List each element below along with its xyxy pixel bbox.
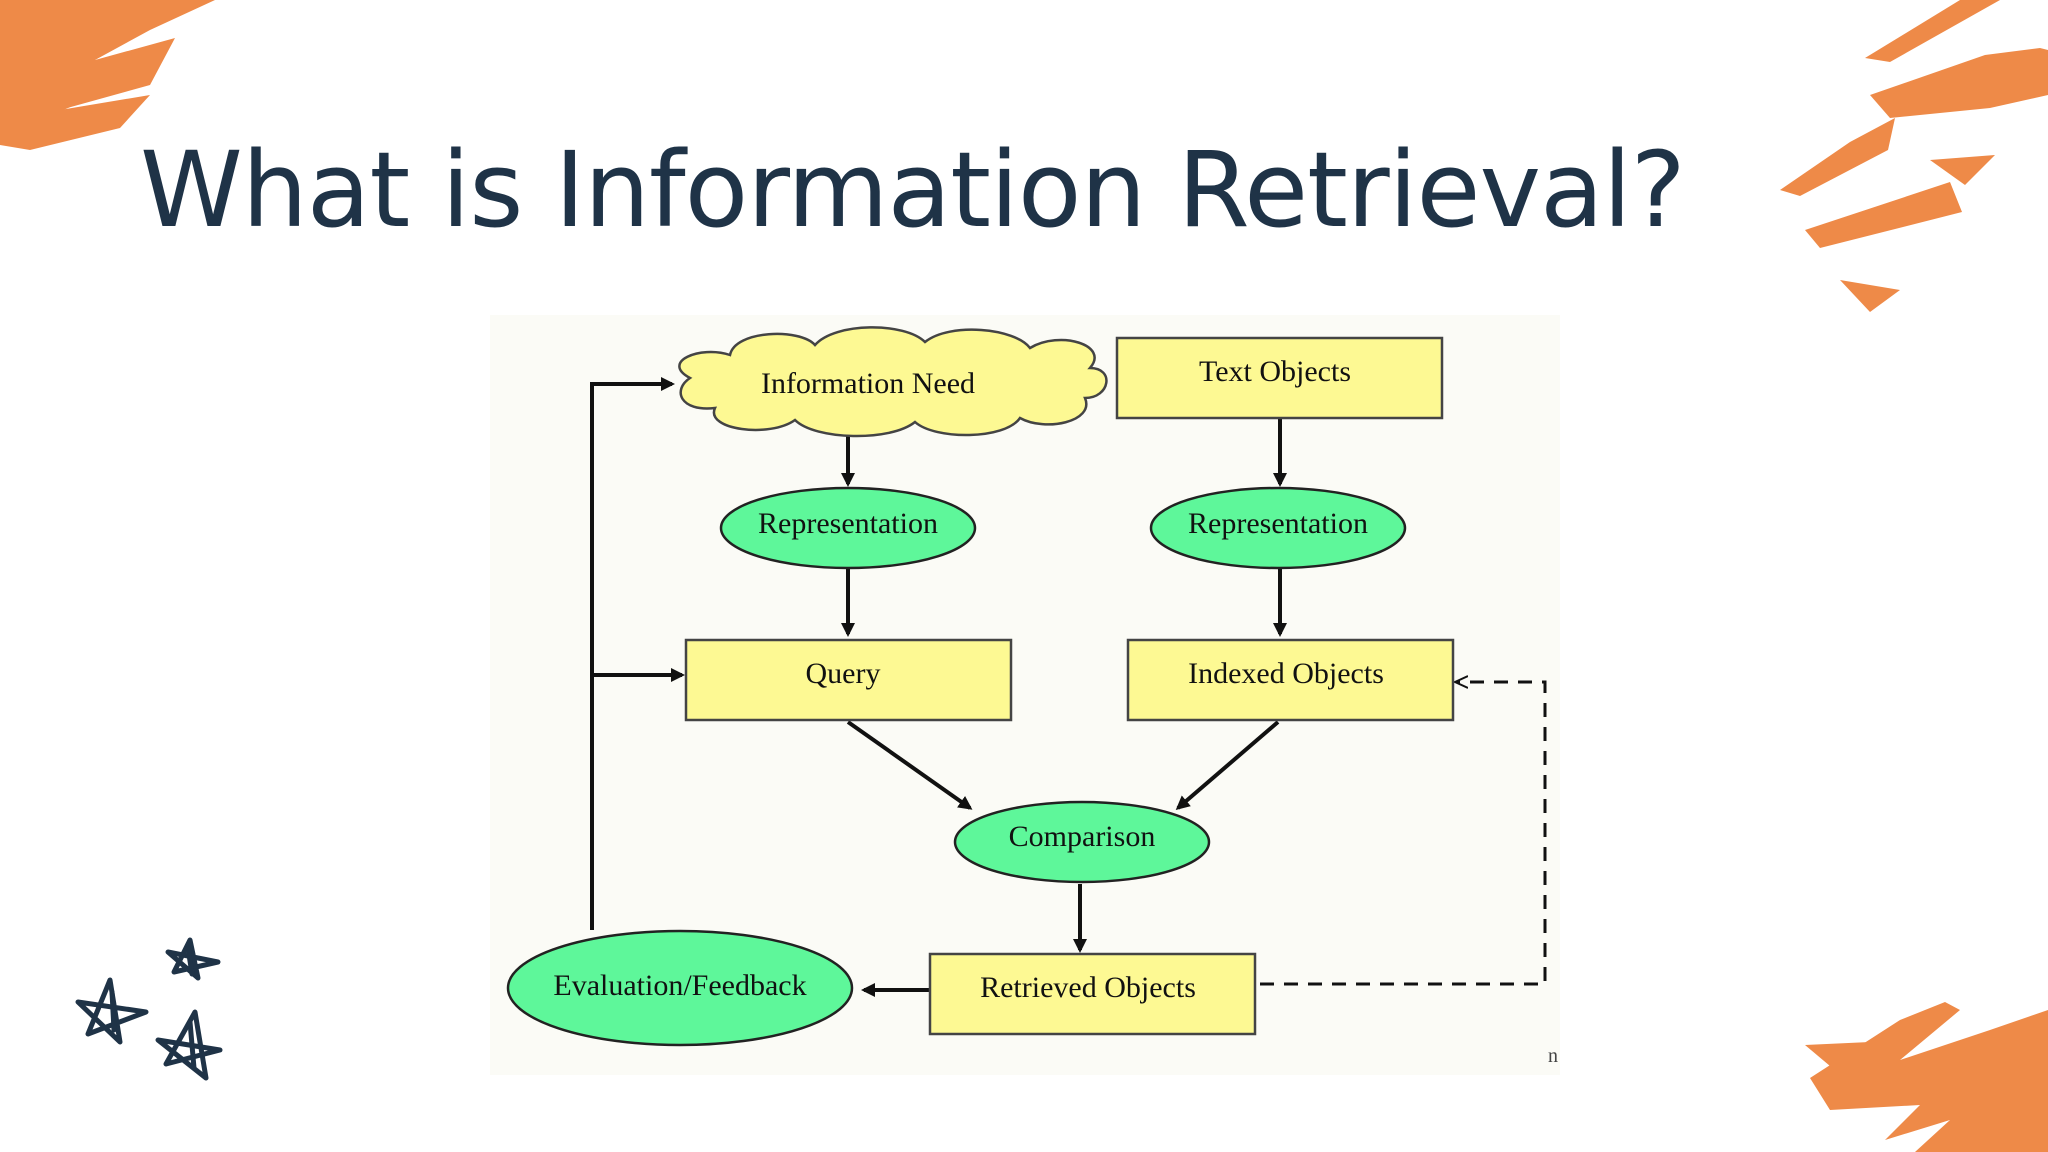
edge-evaluation-to-need <box>590 377 675 930</box>
node-representation-left: Representation <box>719 486 977 570</box>
node-evaluation-feedback: Evaluation/Feedback <box>506 929 854 1047</box>
slide-title: What is Information Retrieval? <box>140 129 1686 251</box>
node-information-need-label: Information Need <box>761 367 975 400</box>
node-indexed-objects-label: Indexed Objects <box>1188 657 1384 690</box>
node-query: Query <box>684 638 1013 722</box>
node-indexed-objects: Indexed Objects <box>1126 638 1455 722</box>
brush-strokes-top-left-icon <box>0 0 215 150</box>
node-representation-right: Representation <box>1149 486 1407 570</box>
brush-strokes-top-right-icon <box>1780 0 2048 312</box>
node-text-objects: Text Objects <box>1115 336 1444 420</box>
node-text-objects-label: Text Objects <box>1199 355 1351 388</box>
node-information-need: Information Need <box>678 326 1108 438</box>
edge-indexed-to-comparison <box>1175 720 1280 810</box>
node-retrieved-objects: Retrieved Objects <box>928 952 1257 1036</box>
node-comparison: Comparison <box>953 800 1211 884</box>
stars-doodle-icon <box>75 937 223 1081</box>
node-comparison-label: Comparison <box>1009 820 1156 853</box>
diagram-corner-mark: n <box>1548 1045 1558 1067</box>
node-representation-right-label: Representation <box>1188 507 1368 540</box>
node-representation-left-label: Representation <box>758 507 938 540</box>
node-query-label: Query <box>806 657 881 690</box>
edge-query-to-comparison <box>846 720 973 810</box>
edge-retrieved-to-indexed-dashed <box>1260 682 1547 986</box>
node-retrieved-objects-label: Retrieved Objects <box>980 971 1196 1004</box>
node-evaluation-feedback-label: Evaluation/Feedback <box>553 969 806 1002</box>
brush-strokes-bottom-right-icon <box>1805 1002 2048 1152</box>
